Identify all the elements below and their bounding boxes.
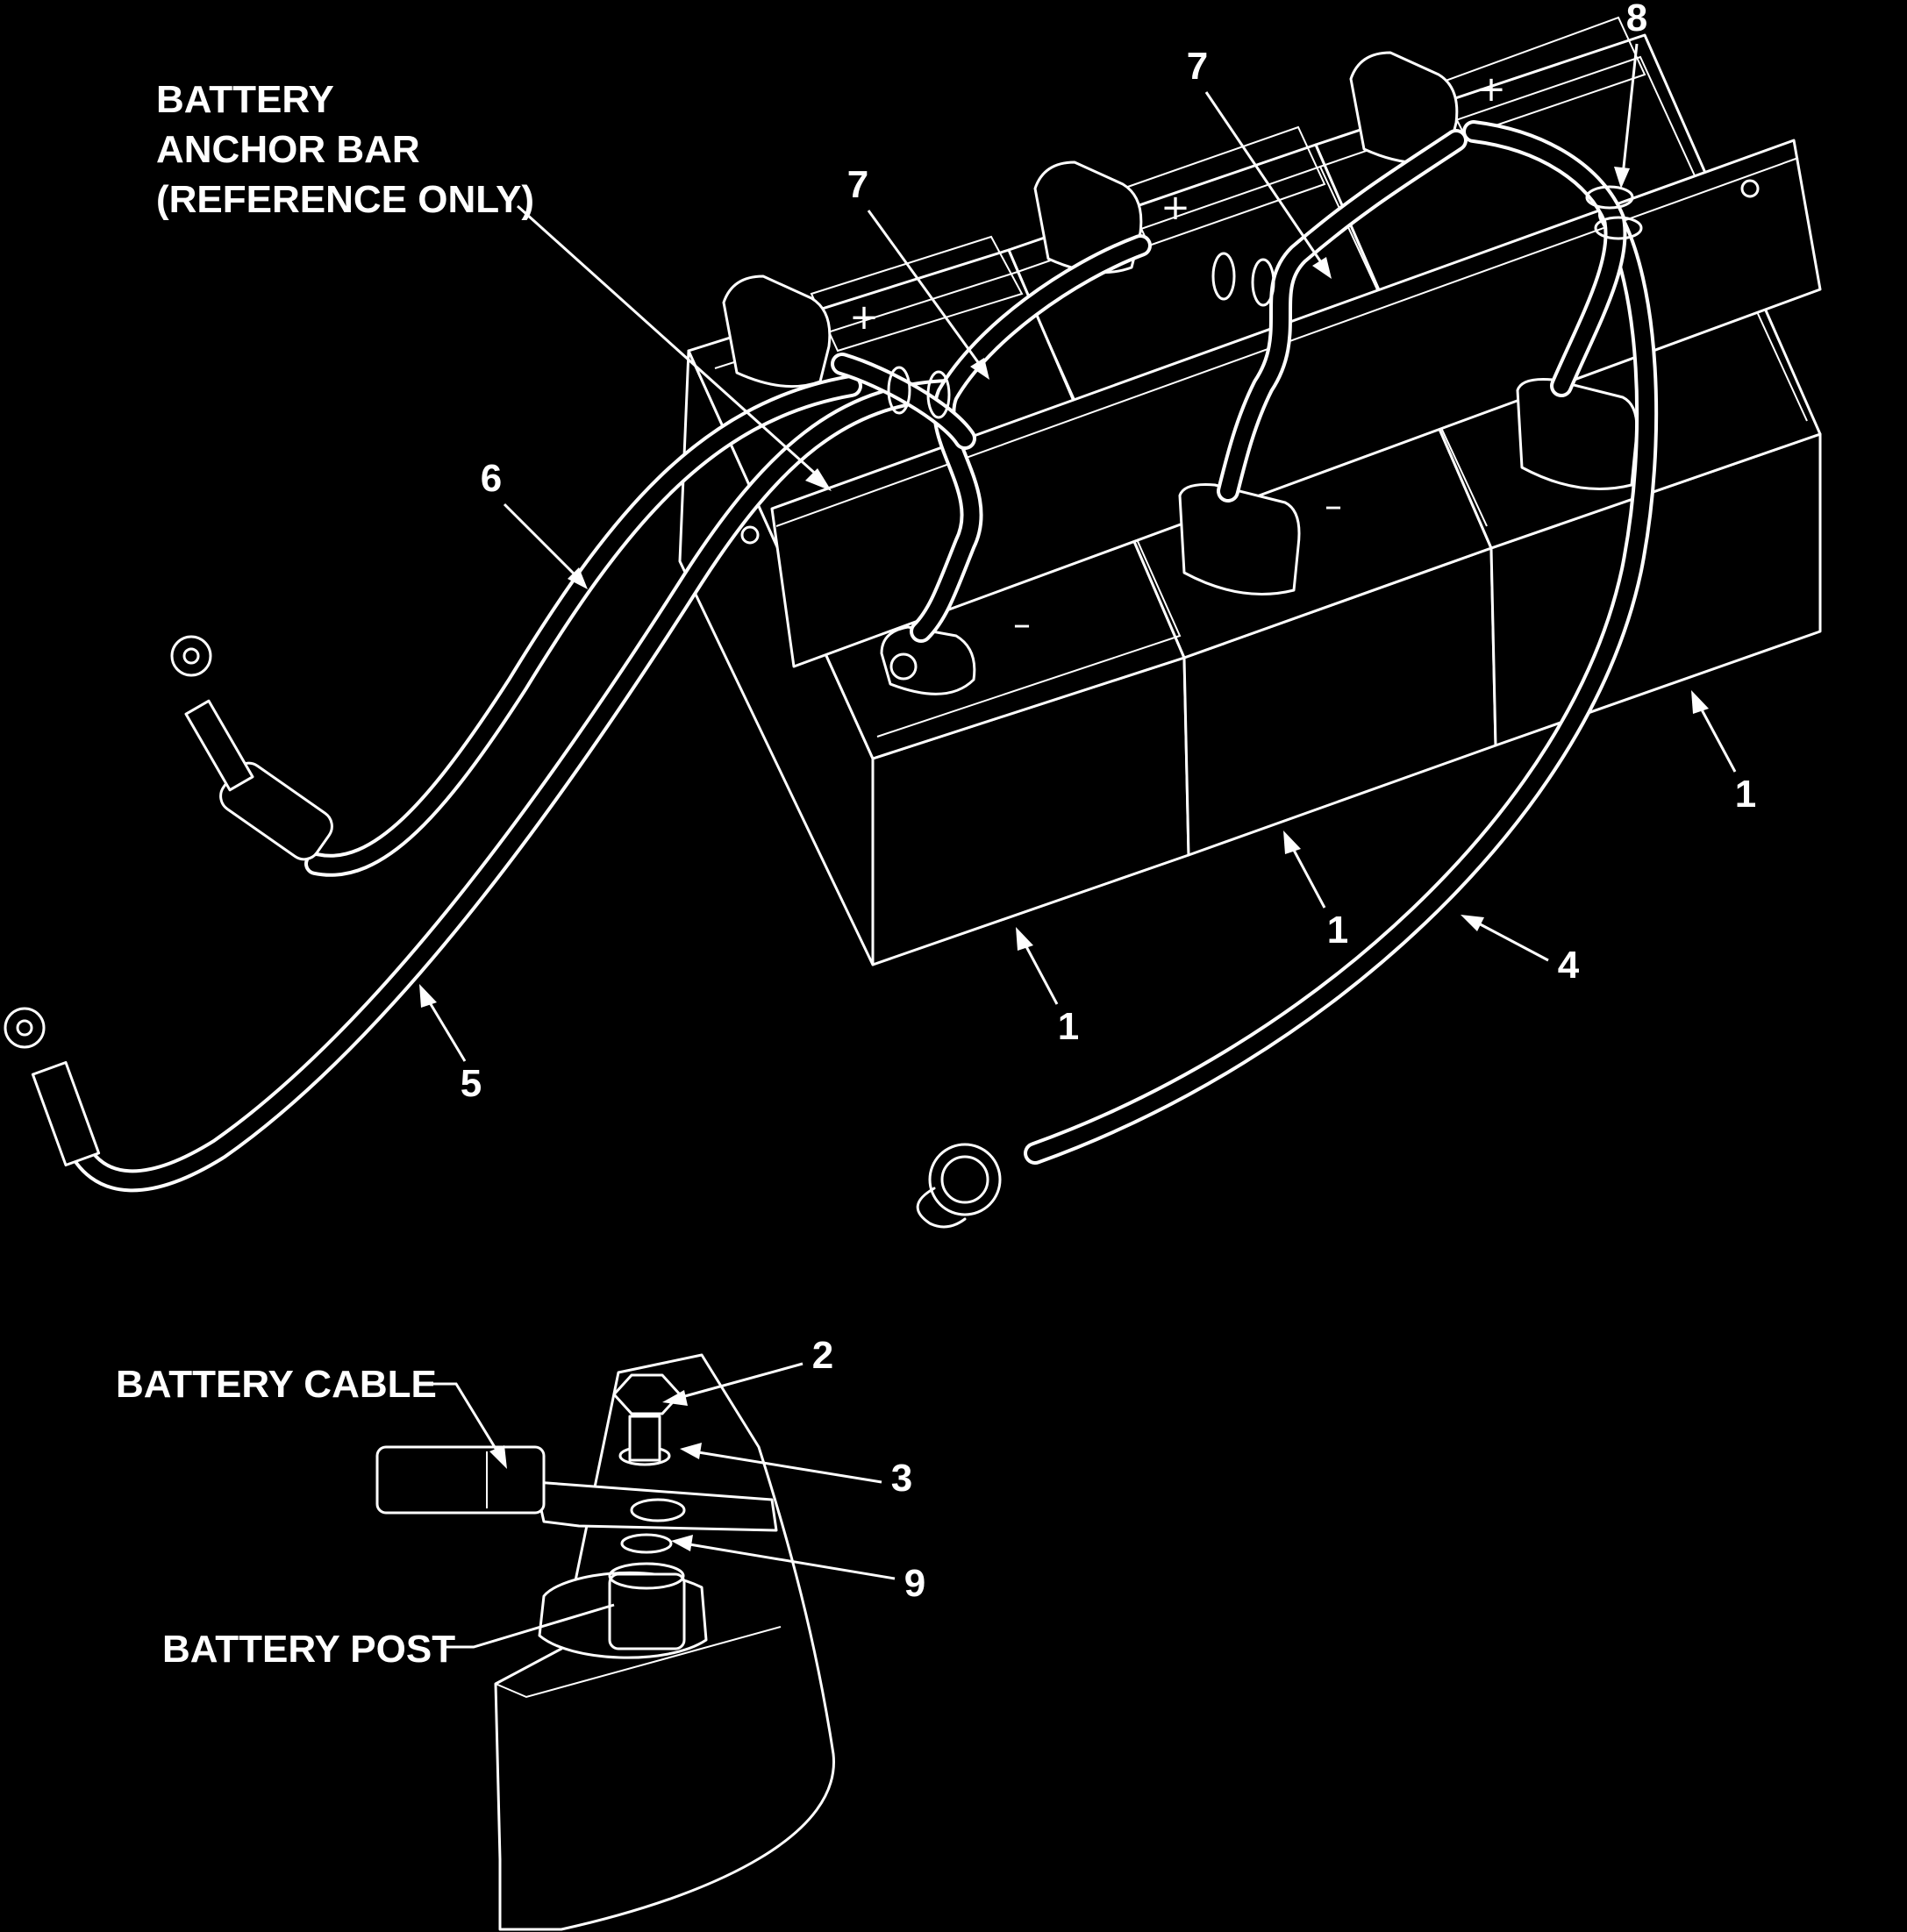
label-battery-post: BATTERY POST [162,1628,455,1671]
detail-cable-end [375,1445,546,1515]
detail-screw [628,1415,661,1462]
battery-2-plus-mark: + [1161,188,1190,228]
cable-7a [831,234,1152,643]
callout-9: 9 [904,1562,925,1605]
label-battery: BATTERY [156,78,334,121]
callout-1a: 1 [1058,1005,1079,1048]
callout-6: 6 [481,457,502,500]
detail-battery-post [608,1572,686,1650]
callout-5: 5 [461,1062,482,1105]
detail-lock-washer [620,1533,673,1554]
callout-3: 3 [891,1457,912,1500]
cable-8-jumper [1462,120,1627,397]
label-anchor-bar: ANCHOR BAR [156,128,420,171]
cable-6 [170,374,862,877]
cable-5 [4,379,959,1193]
callout-1c: 1 [1735,773,1756,816]
label-reference-only: (REFERENCE ONLY) [156,178,534,221]
detail-cable-lug [533,1480,778,1532]
battery-2-minus-mark: – [1325,486,1342,526]
terminal-boots [722,51,1639,695]
label-battery-cable: BATTERY CABLE [116,1363,437,1406]
callout-leaders [419,43,1737,1580]
cable-7b [1217,129,1468,503]
callout-8: 8 [1626,0,1647,39]
cable-ties [887,185,1643,419]
battery-1-minus-mark: – [1013,604,1031,645]
battery-3-plus-mark: + [1476,69,1506,110]
callout-7b: 7 [1187,45,1208,88]
cable-4 [916,203,1659,1229]
callout-1b: 1 [1327,909,1348,952]
detail-inset [375,1353,835,1931]
callout-4: 4 [1558,944,1580,987]
callout-2: 2 [812,1334,833,1377]
callout-7a: 7 [847,163,868,206]
battery-1-plus-mark: + [849,297,879,338]
